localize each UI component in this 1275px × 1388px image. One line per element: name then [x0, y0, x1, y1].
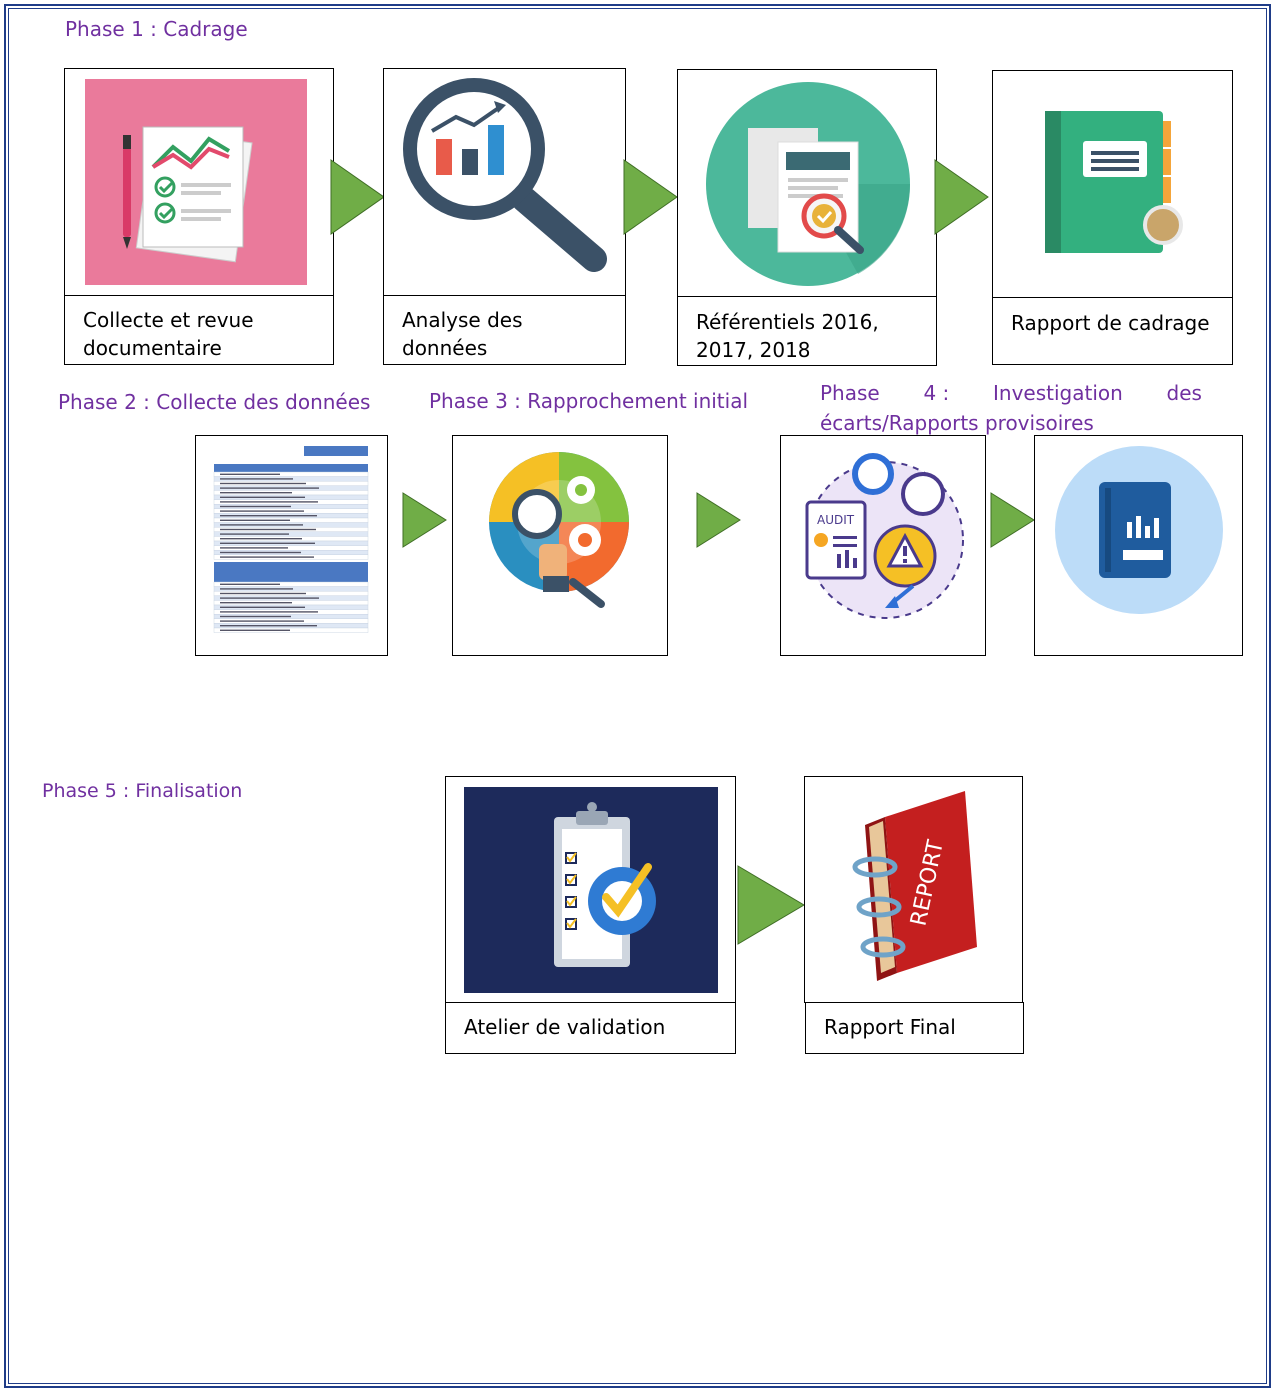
phase-4-title-line2: écarts/Rapports provisoires [820, 411, 1094, 435]
step-collecte-revue: Collecte et revue documentaire [64, 295, 334, 365]
phase-4-number: 4 : [923, 381, 950, 405]
phase-1-title: Phase 1 : Cadrage [65, 17, 248, 41]
provisional-report-illustration-box [1034, 435, 1243, 656]
audit-gears-icon: AUDIT [805, 453, 964, 619]
step-atelier-validation: Atelier de validation [445, 1002, 736, 1054]
validation-illustration-box [445, 776, 736, 1003]
step-analyse: Analyse des données [383, 295, 626, 365]
final-report-illustration-box: REPORT [804, 776, 1023, 1003]
blue-book-chart-icon [1055, 446, 1223, 614]
arrow-4 [402, 491, 448, 549]
arrow-6 [990, 491, 1036, 549]
checklist-documents-icon [85, 79, 307, 285]
phase-4-investigation: Investigation [993, 381, 1123, 405]
audit-label: AUDIT [817, 513, 855, 527]
report-illustration-box [992, 70, 1233, 298]
green-notebook-icon [1045, 111, 1183, 253]
arrow-5 [696, 491, 742, 549]
phase-3-title: Phase 3 : Rapprochement initial [429, 389, 749, 413]
reconciliation-illustration-box [452, 435, 668, 656]
analysis-illustration-box [383, 68, 626, 296]
audit-illustration-box: AUDIT [780, 435, 986, 656]
document-review-icon [706, 82, 911, 286]
magnifier-chart-icon [403, 78, 607, 272]
arrow-7 [736, 864, 806, 946]
arrow-3 [934, 157, 990, 237]
spreadsheet-illustration-box [195, 435, 388, 656]
phase-4-title-line1: Phase 4 : Investigation des [820, 381, 1202, 405]
phase-4-des: des [1166, 381, 1202, 405]
step-rapport-cadrage: Rapport de cadrage [992, 297, 1233, 365]
step-rapport-final: Rapport Final [805, 1002, 1024, 1054]
arrow-2 [623, 157, 679, 237]
phase-4-title: Phase 4 : Investigation des écarts/Rappo… [820, 381, 1202, 435]
red-binder-report-icon: REPORT [852, 791, 977, 981]
phase-5-title: Phase 5 : Finalisation [42, 780, 243, 802]
step-referentiels: Référentiels 2016, 2017, 2018 [677, 296, 937, 366]
phase-4-word: Phase [820, 381, 880, 405]
pie-gear-magnifier-icon [489, 452, 629, 608]
arrow-1 [330, 157, 386, 237]
spreadsheet-table-icon [213, 446, 369, 633]
standards-illustration-box [677, 69, 937, 297]
phase-2-title: Phase 2 : Collecte des données [58, 390, 371, 414]
documents-illustration-box [64, 68, 334, 296]
clipboard-gear-icon [464, 787, 718, 993]
